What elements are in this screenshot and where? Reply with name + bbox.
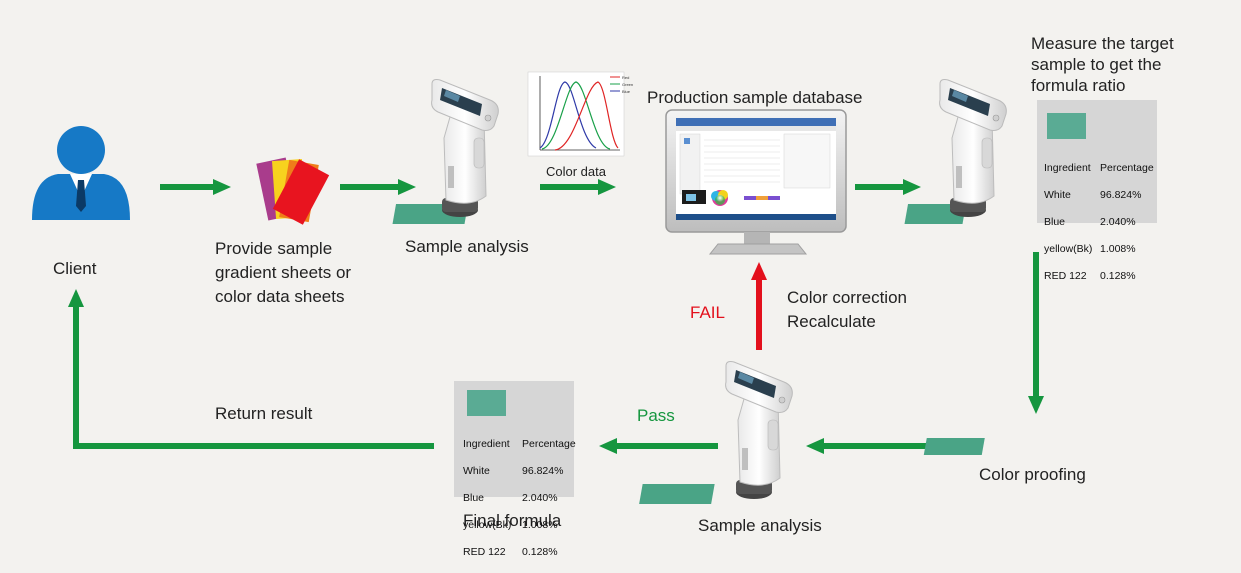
database-label: Production sample database: [647, 88, 863, 107]
percentage-blue: 2.040%: [522, 491, 558, 504]
client-label: Client: [53, 259, 97, 278]
sample-analysis-device-bottom: [639, 361, 793, 504]
final-formula-label: Final formula: [463, 511, 562, 530]
ingredient-header: Ingredient: [463, 437, 510, 450]
measure-device: [904, 79, 1007, 224]
color-correction-label: Color correction Recalculate: [787, 288, 907, 331]
ingredient-header: Ingredient: [1044, 161, 1091, 174]
fail-label: FAIL: [690, 303, 725, 322]
percentage-column-top: Percentage 96.824% 2.040% 1.008% 0.128%: [1100, 148, 1154, 297]
sample-analysis-top-label: Sample analysis: [405, 237, 529, 256]
arrow-fail: [751, 262, 767, 350]
spectrum-legend-blue: Blue: [622, 89, 631, 94]
spectrum-legend-red: Red: [622, 75, 629, 80]
percentage-header: Percentage: [1100, 161, 1154, 174]
arrow-return-result: [68, 289, 434, 449]
percentage-column-final: Percentage 96.824% 2.040% 1.008% 0.128%: [522, 424, 576, 573]
ingredient-red: RED 122: [463, 545, 506, 558]
percentage-blue: 2.040%: [1100, 215, 1136, 228]
percentage-red: 0.128%: [1100, 269, 1136, 282]
ingredient-yellow: yellow(Bk): [1044, 242, 1093, 255]
color-proofing-label: Color proofing: [979, 465, 1086, 484]
percentage-yellow: 1.008%: [1100, 242, 1136, 255]
spectrum-legend-green: Green: [622, 82, 633, 87]
formula-swatch-top: [1047, 113, 1086, 139]
sample-analysis-bottom-label: Sample analysis: [698, 516, 822, 535]
ingredient-red: RED 122: [1044, 269, 1087, 282]
color-sheets-icon: [256, 157, 330, 225]
arrow-colordata-to-database: [540, 179, 616, 195]
measure-label: Measure the target sample to get the for…: [1031, 34, 1174, 95]
ingredient-blue: Blue: [1044, 215, 1066, 228]
arrow-measure-to-proofing: [1028, 252, 1044, 414]
color-data-spectrum-chart: Red Green Blue: [527, 71, 633, 157]
formula-panel-top: Ingredient White Blue yellow(Bk) RED 122…: [1037, 100, 1157, 282]
arrow-client-to-sheets: [160, 179, 231, 195]
arrow-pass: [599, 438, 718, 454]
percentage-white: 96.824%: [522, 464, 564, 477]
provide-sheets-label: Provide sample gradient sheets or color …: [215, 239, 352, 306]
sample-analysis-device-top: [392, 79, 499, 224]
ingredient-white: White: [463, 464, 490, 477]
formula-swatch-final: [467, 390, 506, 416]
ingredient-yellow: yellow(Bk): [463, 518, 512, 531]
ingredient-column-top: Ingredient White Blue yellow(Bk) RED 122: [1044, 148, 1092, 297]
color-data-label: Color data: [546, 164, 606, 179]
percentage-white: 96.824%: [1100, 188, 1142, 201]
client-person-icon: [32, 126, 130, 220]
formula-panel-final: Ingredient White Blue yellow(Bk) RED 122…: [454, 381, 576, 558]
percentage-yellow: 1.008%: [522, 518, 558, 531]
arrow-database-to-measure: [855, 179, 921, 195]
database-monitor-icon: [665, 109, 847, 255]
pass-label: Pass: [637, 406, 675, 425]
return-result-label: Return result: [215, 404, 313, 423]
ingredient-column-final: Ingredient White Blue yellow(Bk) RED 122: [463, 424, 511, 573]
arrow-sheets-to-analysis: [340, 179, 416, 195]
color-proofing-swatch: [923, 438, 985, 455]
percentage-red: 0.128%: [522, 545, 558, 558]
percentage-header: Percentage: [522, 437, 576, 450]
ingredient-white: White: [1044, 188, 1071, 201]
ingredient-blue: Blue: [463, 491, 485, 504]
